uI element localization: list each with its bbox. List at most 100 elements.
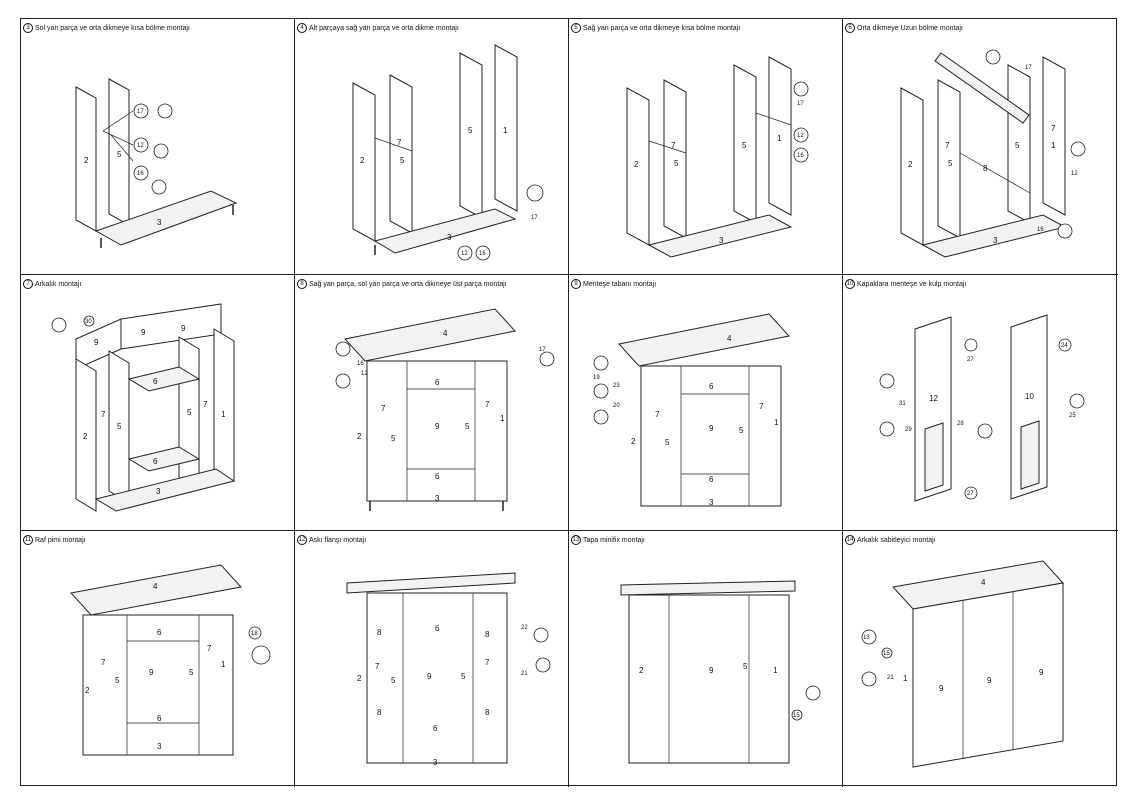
- part-label: 7: [375, 662, 380, 671]
- step-7-drawing: 9 9 9 6 7 5 5 7 1 2 6 3 30: [21, 289, 295, 529]
- part-label: 5: [465, 422, 470, 431]
- step-4-drawing: 7 5 2 5 1 3 17 12 16: [295, 33, 569, 273]
- part-label: 2: [85, 686, 90, 695]
- part-label: 5: [948, 159, 953, 168]
- step-title-text: Sağ yan parça, sol yan parça ve orta dik…: [309, 280, 507, 288]
- part-label: 2: [908, 160, 913, 169]
- step-number: 14: [845, 535, 855, 545]
- part-label: 9: [709, 666, 714, 675]
- step-title-text: Alt parçaya sağ yan parça ve orta dikme …: [309, 24, 459, 32]
- step-title-text: Sağ yan parça ve orta dikmeye kısa bölme…: [583, 24, 741, 32]
- part-label: 5: [742, 141, 747, 150]
- part-label: 3: [709, 498, 714, 507]
- callout-number: 16: [797, 153, 804, 159]
- step-6-drawing: 7 5 2 8 5 7 1 3 17 12 16: [843, 33, 1117, 273]
- part-label: 4: [443, 329, 448, 338]
- part-label: 2: [639, 666, 644, 675]
- step-number: 9: [571, 279, 581, 289]
- step-8-drawing: 4 6 7 9 5 7 1 2 5 6 3 16 12 17: [295, 289, 569, 529]
- part-label: 7: [207, 644, 212, 653]
- part-label: 7: [671, 141, 676, 150]
- part-label: 2: [357, 674, 362, 683]
- step-title-text: Orta dikmeye Uzun bölme montajı: [857, 24, 963, 32]
- part-label: 3: [719, 236, 724, 245]
- part-label: 1: [500, 414, 505, 423]
- callout-number: 24: [1061, 343, 1068, 349]
- part-label: 8: [983, 164, 988, 173]
- callout-number: 16: [137, 171, 144, 177]
- step-12-drawing: 8 6 8 7 9 5 7 2 5 8 6 8 3 22 21: [295, 545, 569, 785]
- step-3-drawing: 2 5 3 17 12 16: [21, 33, 295, 273]
- part-label: 9: [149, 668, 154, 677]
- step-number: 11: [23, 535, 33, 545]
- part-label: 7: [381, 404, 386, 413]
- part-label: 5: [189, 668, 194, 677]
- part-label: 9: [94, 338, 99, 347]
- part-label: 6: [157, 714, 162, 723]
- step-13-drawing: 2 9 5 1 15: [569, 545, 843, 785]
- callout-number: 13: [863, 635, 870, 641]
- part-label: 6: [435, 624, 440, 633]
- callout-number: 27: [967, 491, 974, 497]
- part-label: 3: [433, 758, 438, 767]
- callout-number: 20: [613, 403, 620, 409]
- callout-number: 22: [521, 625, 528, 631]
- part-label: 7: [485, 658, 490, 667]
- part-label: 7: [101, 658, 106, 667]
- part-label: 9: [427, 672, 432, 681]
- callout-number: 12: [361, 371, 368, 377]
- part-label: 6: [709, 475, 714, 484]
- part-label: 5: [665, 438, 670, 447]
- callout-number: 17: [137, 109, 144, 115]
- part-label: 5: [1015, 141, 1020, 150]
- part-label: 8: [485, 708, 490, 717]
- part-label: 1: [221, 410, 226, 419]
- part-label: 6: [435, 472, 440, 481]
- part-label: 3: [157, 742, 162, 751]
- callout-number: 30: [85, 319, 92, 325]
- part-label: 6: [435, 378, 440, 387]
- part-label: 9: [709, 424, 714, 433]
- part-label: 6: [433, 724, 438, 733]
- part-label: 5: [117, 150, 122, 159]
- part-label: 5: [461, 672, 466, 681]
- callout-number: 16: [1037, 227, 1044, 233]
- step-9-drawing: 4 6 7 9 5 7 1 2 5 6 3 19 23 20: [569, 289, 843, 529]
- step-title-text: Menteşe tabanı montajı: [583, 280, 657, 288]
- callout-number: 31: [899, 401, 906, 407]
- callout-number: 19: [593, 375, 600, 381]
- callout-number: 29: [905, 427, 912, 433]
- step-10-drawing: 12 10 27 24 31 29 28 25 27: [843, 289, 1117, 529]
- part-label: 1: [221, 660, 226, 669]
- part-label: 8: [377, 628, 382, 637]
- part-label: 6: [157, 628, 162, 637]
- callout-number: 12: [797, 133, 804, 139]
- callout-number: 17: [531, 215, 538, 221]
- part-label: 5: [187, 408, 192, 417]
- callout-number: 16: [479, 251, 486, 257]
- step-number: 3: [23, 23, 33, 33]
- part-label: 2: [631, 437, 636, 446]
- part-label: 9: [1039, 668, 1044, 677]
- step-number: 13: [571, 535, 581, 545]
- part-label: 5: [400, 156, 405, 165]
- part-label: 6: [153, 377, 158, 386]
- step-title-text: Sol yan parça ve orta dikmeye kısa bölme…: [35, 24, 190, 32]
- part-label: 4: [727, 334, 732, 343]
- part-label: 2: [84, 156, 89, 165]
